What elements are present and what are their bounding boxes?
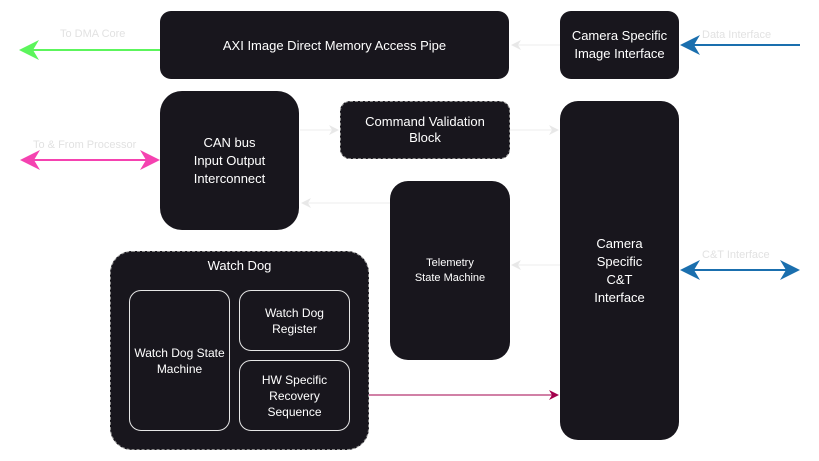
axi-dma-block[interactable]: AXI Image Direct Memory Access Pipe xyxy=(160,11,509,79)
data-interface-label: Data Interface xyxy=(702,29,772,41)
camera-ct-interface-label: Camera Specific C&T Interface xyxy=(594,235,645,305)
telemetry-state-machine-block[interactable]: Telemetry State Machine xyxy=(390,181,510,360)
command-validation-block[interactable]: Command Validation Block xyxy=(340,101,510,159)
axi-dma-label: AXI Image Direct Memory Access Pipe xyxy=(222,37,447,53)
camera-image-interface-block[interactable]: Camera Specific Image Interface xyxy=(560,11,679,79)
watchdog-register-block[interactable]: Watch Dog Register xyxy=(239,290,350,351)
can-bus-block[interactable]: CAN bus Input Output Interconnect xyxy=(160,91,299,230)
hw-recovery-sequence-block[interactable]: HW Specific Recovery Sequence xyxy=(239,360,350,431)
can-bus-label: CAN bus Input Output Interconnect xyxy=(193,134,266,186)
watchdog-state-machine-block[interactable]: Watch Dog State Machine xyxy=(129,290,230,431)
watchdog-title: Watch Dog xyxy=(207,258,272,273)
camera-image-interface-label: Camera Specific Image Interface xyxy=(571,28,668,61)
hw-recovery-sequence-label: HW Specific Recovery Sequence xyxy=(261,372,328,419)
to-dma-core-label: To DMA Core xyxy=(60,28,126,40)
camera-ct-interface-block[interactable]: Camera Specific C&T Interface xyxy=(560,101,679,440)
telemetry-state-machine-label: Telemetry State Machine xyxy=(414,256,486,284)
watchdog-state-machine-label: Watch Dog State Machine xyxy=(134,345,225,376)
ct-interface-label: C&T Interface xyxy=(702,249,770,261)
command-validation-label: Command Validation Block xyxy=(365,114,485,145)
to-from-processor-label: To & From Processor xyxy=(33,139,137,151)
watchdog-register-label: Watch Dog Register xyxy=(265,305,324,336)
